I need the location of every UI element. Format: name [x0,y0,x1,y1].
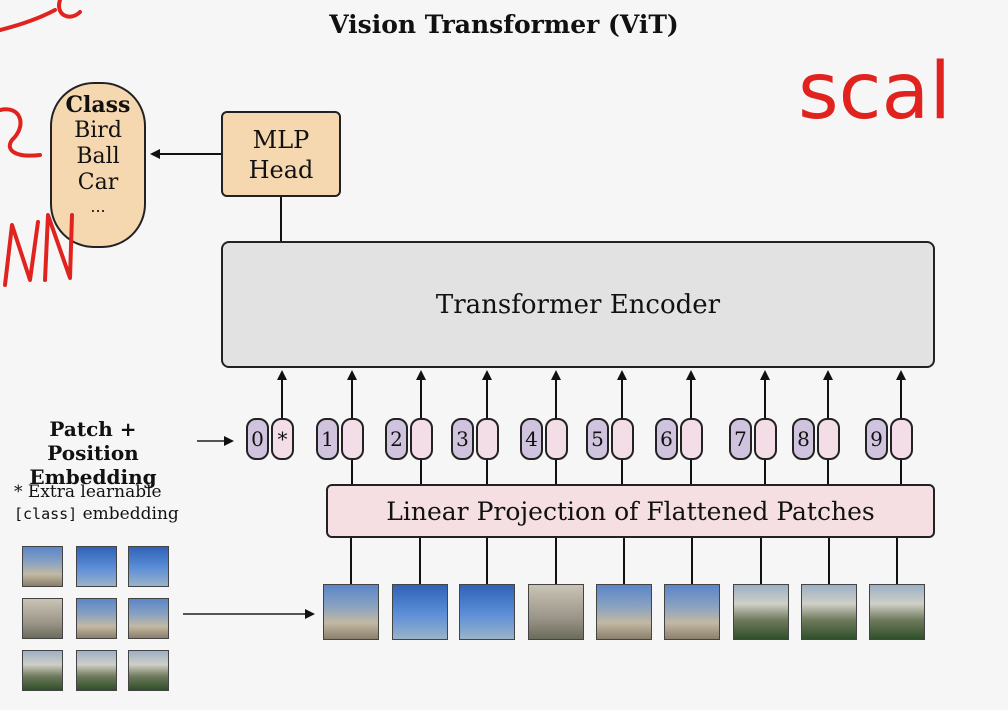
grid-patch-5 [76,598,117,639]
note-code: [class] [14,505,78,523]
position-token-3: 3 [451,418,474,460]
patch-embedding-8 [817,418,840,460]
mlp-head-box: MLP Head [221,111,341,197]
position-token-6: 6 [655,418,678,460]
grid-patch-6 [128,598,169,639]
linear-projection-box: Linear Projection of Flattened Patches [326,484,935,538]
position-token-9: 9 [865,418,888,460]
note-line2: [class] embedding [14,503,179,525]
grid-patch-1 [22,546,63,587]
class-token-note: * Extra learnable [class] embedding [14,481,179,525]
position-token-0: 0 [246,418,269,460]
patch-image-4 [528,584,584,640]
grid-patch-9 [128,650,169,691]
grid-patch-4 [22,598,63,639]
patch-image-2 [392,584,448,640]
scribble-n1 [3,220,40,287]
position-token-2: 2 [385,418,408,460]
mlp-head-line1: MLP [252,126,310,154]
scribble-n2 [43,213,74,282]
class-item-ellipsis: ... [90,197,106,216]
diagram-title: Vision Transformer (ViT) [329,10,679,39]
grid-patch-3 [128,546,169,587]
grid-patch-2 [76,546,117,587]
token-up-arrows [277,370,906,418]
scribble-top-left [0,0,82,32]
note-line1: * Extra learnable [14,482,162,502]
projection-to-token-lines [351,460,902,484]
patch-to-projection-lines [350,538,898,584]
class-item-ball: Ball [76,144,120,169]
scribble-two [0,107,42,158]
embedding-label-line2: Embedding [29,465,157,489]
patch-image-5 [596,584,652,640]
position-token-7: 7 [729,418,752,460]
grid-patch-8 [76,650,117,691]
linear-projection-label: Linear Projection of Flattened Patches [386,496,875,526]
patch-image-7 [733,584,789,640]
class-token: * [271,418,294,460]
class-item-bird: Bird [74,118,122,143]
class-item-car: Car [77,170,119,195]
patch-embedding-7 [754,418,777,460]
patch-embedding-1 [341,418,364,460]
patch-image-6 [664,584,720,640]
patch-embedding-4 [545,418,568,460]
embedding-label: Patch + Position Embedding [4,417,182,489]
mlp-head-line2: Head [248,156,314,184]
patch-image-1 [323,584,379,640]
patch-embedding-9 [890,418,913,460]
class-header: Class [65,92,131,118]
class-output-box: Class Bird Ball Car ... [50,82,146,248]
embedding-label-line1: Patch + Position [47,417,139,465]
note-rest: embedding [77,504,179,524]
patch-embedding-2 [410,418,433,460]
transformer-encoder-label: Transformer Encoder [435,289,721,320]
position-token-5: 5 [586,418,609,460]
position-token-8: 8 [792,418,815,460]
grid-patch-7 [22,650,63,691]
patch-image-9 [869,584,925,640]
patch-image-3 [459,584,515,640]
handwriting-scal: scal [798,47,951,137]
transformer-encoder-box: Transformer Encoder [221,241,935,368]
position-token-1: 1 [316,418,339,460]
input-image-patch-grid [22,546,172,692]
patch-embedding-3 [476,418,499,460]
patch-embedding-5 [611,418,634,460]
position-token-4: 4 [520,418,543,460]
patch-embedding-6 [680,418,703,460]
patch-image-8 [801,584,857,640]
